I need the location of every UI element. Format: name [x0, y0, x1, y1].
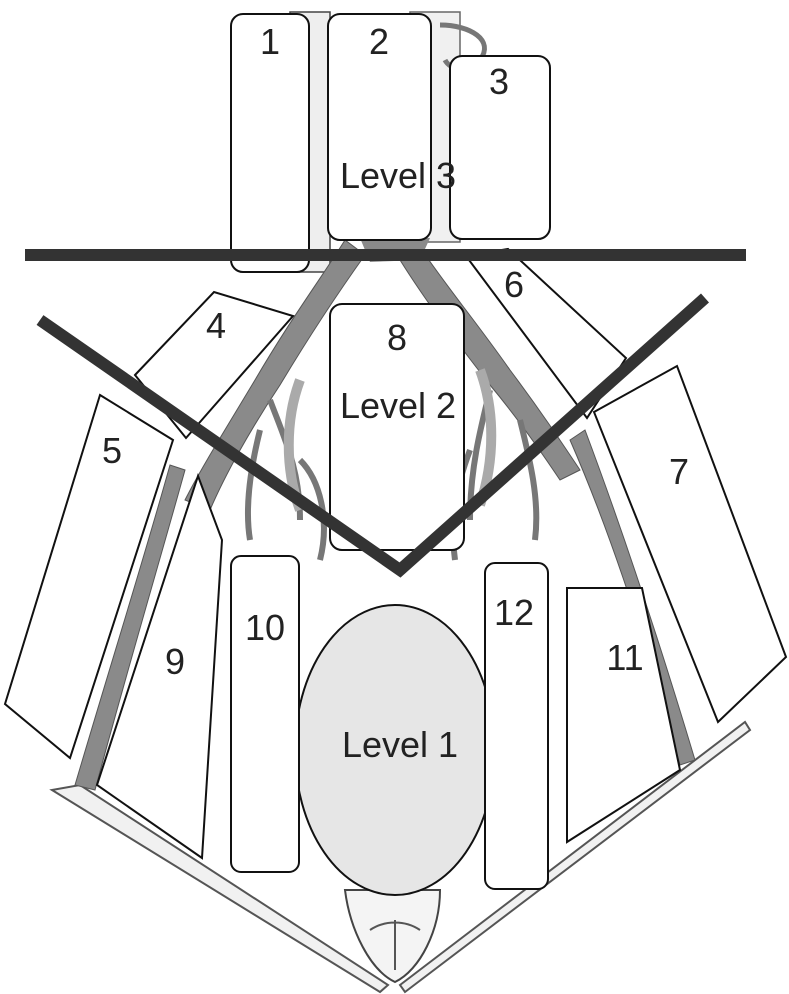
region-numbers: 1 2 3 4 5 6 7 8 9 10 11 12 — [102, 21, 689, 682]
region-label-6: 6 — [504, 264, 524, 305]
region-label-3: 3 — [489, 61, 509, 102]
region-box-5 — [3, 393, 175, 760]
level-2-label: Level 2 — [340, 385, 456, 426]
region-box-3 — [449, 55, 551, 240]
region-box-2 — [327, 13, 432, 241]
bottom-structure — [343, 889, 442, 984]
region-label-12: 12 — [494, 592, 534, 633]
region-label-1: 1 — [260, 21, 280, 62]
region-box-10 — [230, 555, 300, 873]
region-label-5: 5 — [102, 430, 122, 471]
left-pelvic-wall — [49, 783, 390, 994]
left-external-iliac — [74, 464, 186, 791]
region-box-7 — [592, 364, 788, 724]
region-label-9: 9 — [165, 641, 185, 682]
region-box-12 — [484, 562, 549, 890]
region-box-4 — [133, 290, 295, 440]
region-label-8: 8 — [387, 317, 407, 358]
level-3-label: Level 3 — [340, 155, 456, 196]
right-pelvic-wall — [398, 720, 752, 994]
region-boxes — [3, 13, 788, 890]
level-labels: Level 3 Level 2 Level 1 — [340, 155, 458, 765]
level-divider-lines — [25, 249, 746, 578]
region-label-2: 2 — [369, 21, 389, 62]
level-1-label: Level 1 — [342, 724, 458, 765]
region-box-1 — [230, 13, 310, 273]
region-box-8 — [329, 303, 465, 551]
region-box-9 — [95, 472, 224, 860]
region-label-10: 10 — [245, 607, 285, 648]
level-2-divider — [36, 293, 709, 578]
region-label-7: 7 — [669, 451, 689, 492]
region-label-4: 4 — [206, 305, 226, 346]
region-box-11 — [566, 587, 682, 844]
region-label-11: 11 — [606, 637, 643, 678]
